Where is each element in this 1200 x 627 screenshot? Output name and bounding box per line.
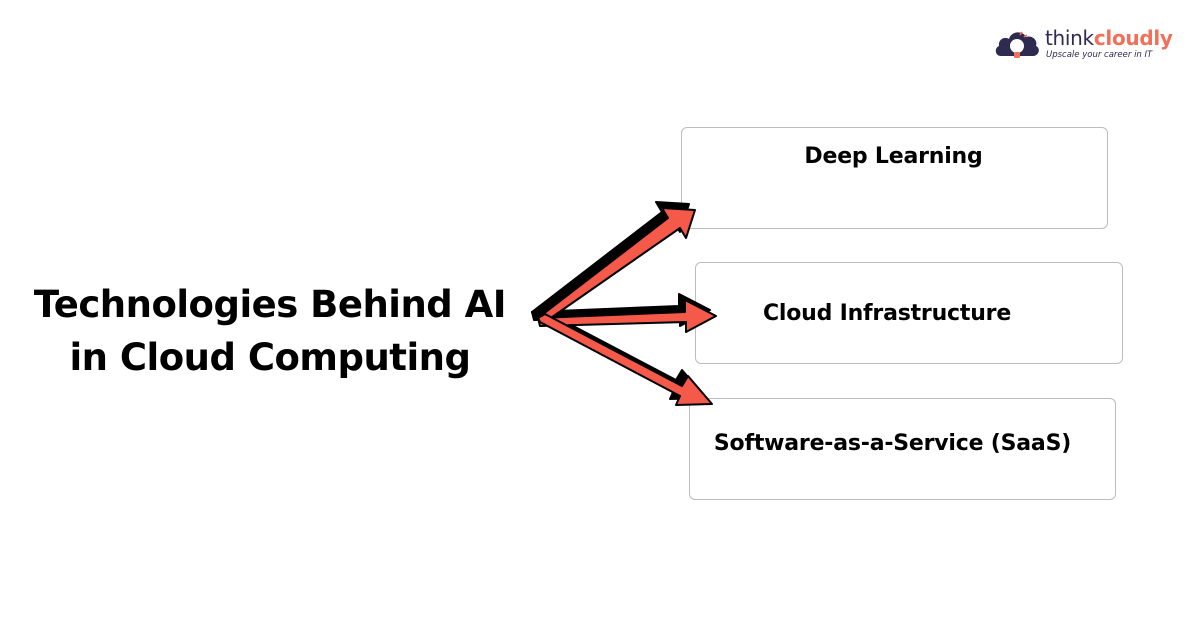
item-label: Deep Learning	[804, 143, 983, 169]
title-line-1: Technologies Behind AI	[33, 283, 507, 326]
brand-tagline: Upscale your career in IT	[1046, 50, 1153, 60]
title-line-2: in Cloud Computing	[69, 336, 471, 379]
cloud-lightbulb-icon	[995, 31, 1039, 58]
brand-name: thinkcloudly	[1045, 26, 1173, 50]
arrow-middle	[537, 299, 717, 333]
brand-name-think: think	[1045, 26, 1094, 50]
arrow-shadow-bottom	[531, 307, 707, 400]
item-box-cloud-infrastructure: Cloud Infrastructure	[695, 262, 1123, 364]
diagram-title: Technologies Behind AI in Cloud Computin…	[10, 278, 530, 384]
arrow-shadow-top	[531, 201, 690, 317]
arrow-bottom	[537, 313, 713, 406]
item-label: Software-as-a-Service (SaaS)	[713, 430, 1072, 456]
item-box-saas: Software-as-a-Service (SaaS)	[689, 398, 1116, 500]
brand-name-cloudly: cloudly	[1093, 26, 1173, 50]
arrow-shadow-middle	[531, 293, 711, 327]
brand-logo: thinkcloudly Upscale your career in IT	[993, 24, 1173, 64]
arrow-top	[537, 207, 696, 323]
item-box-deep-learning: Deep Learning	[681, 127, 1108, 229]
item-label: Cloud Infrastructure	[762, 300, 1012, 326]
